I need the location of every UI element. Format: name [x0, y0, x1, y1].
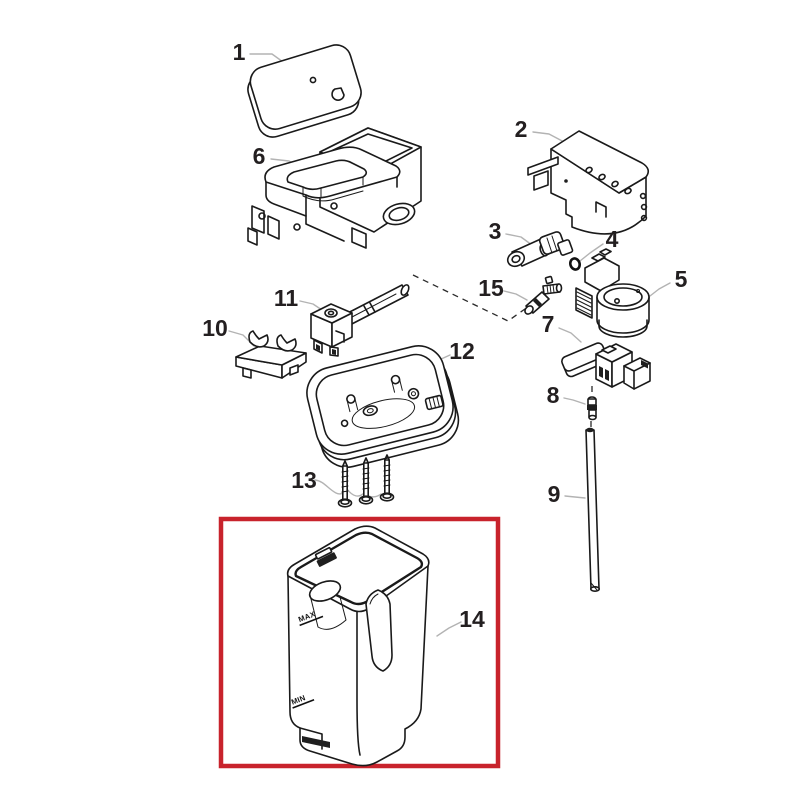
part-label-13: 13	[291, 467, 317, 493]
part-label-5: 5	[675, 266, 688, 292]
part-4-o-ring-drawing	[568, 257, 582, 271]
part-10-retaining-clip-drawing	[235, 330, 307, 379]
part-label-2: 2	[515, 116, 528, 142]
part-12-base-tray-drawing	[306, 345, 460, 469]
part-6-main-housing-drawing	[247, 127, 422, 249]
part-label-11: 11	[274, 285, 299, 311]
part-3-elbow-fitting-drawing	[506, 231, 574, 268]
part-13-screws-drawing	[337, 454, 395, 508]
part-label-15: 15	[478, 275, 504, 301]
part-label-8: 8	[547, 382, 560, 408]
part-5-cylindrical-holder-drawing	[575, 248, 650, 338]
part-9-suction-tube-drawing	[585, 427, 600, 592]
part-label-4: 4	[606, 226, 619, 252]
part-15-small-fitting-drawing	[524, 275, 563, 315]
part-label-9: 9	[548, 481, 561, 507]
part-14-water-tank-drawing: MAX MIN	[286, 525, 430, 767]
part-1-lid-drawing	[247, 44, 362, 138]
part-2-bracket-housing-drawing	[527, 130, 650, 235]
part-label-14: 14	[459, 606, 485, 632]
alignment-dashed-line	[412, 274, 533, 322]
part-7-mounting-bracket-drawing	[561, 342, 651, 390]
part-label-1: 1	[233, 39, 246, 65]
part-labels: 1 2 3 4 5 6 7 8 9 10 11 12 13 14 15	[202, 39, 687, 632]
part-11-tube-coupling-drawing	[310, 284, 410, 357]
part-label-3: 3	[489, 218, 502, 244]
part-label-12: 12	[449, 338, 475, 364]
tank-max-marking: MAX	[297, 609, 324, 627]
part-label-6: 6	[253, 143, 266, 169]
tank-min-marking: MIN	[290, 693, 315, 709]
part-label-7: 7	[542, 311, 555, 337]
part-label-10: 10	[202, 315, 228, 341]
part-8-valve-pin-drawing	[587, 386, 597, 428]
